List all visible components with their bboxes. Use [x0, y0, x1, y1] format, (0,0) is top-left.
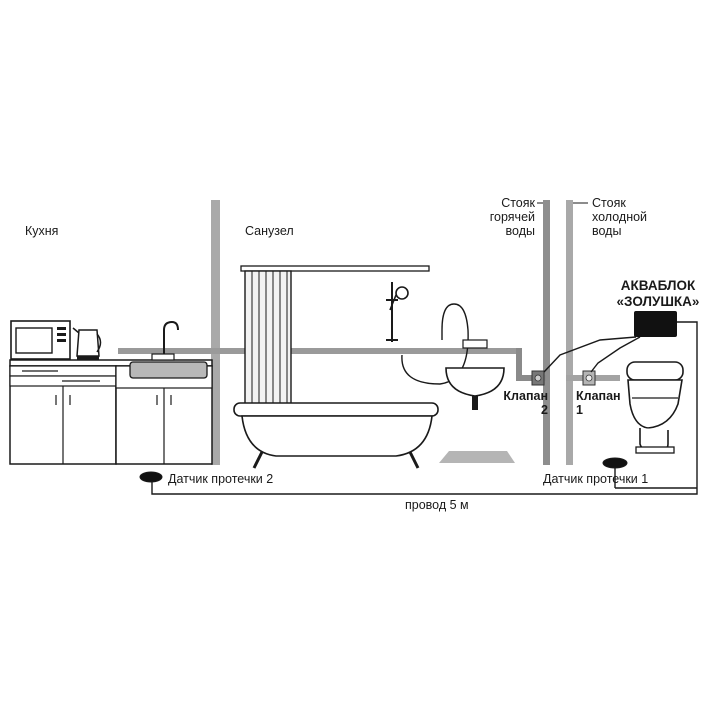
microwave: [10, 320, 71, 360]
shower: [386, 282, 409, 342]
leak-sensor-2: [139, 471, 163, 483]
label-hot-riser-line1: Стояк: [501, 196, 535, 210]
label-valve-1-line2: 1: [576, 403, 583, 417]
pipe-valve2: [516, 375, 546, 381]
label-valve-2: Клапан 2: [490, 389, 548, 417]
label-cold-riser-line2: холодной: [592, 210, 648, 224]
label-valve-2-line1: Клапан: [503, 389, 548, 403]
label-wire: провод 5 м: [405, 498, 469, 512]
label-valve-1: Клапан 1: [576, 389, 621, 417]
toilet: [626, 361, 684, 454]
label-sensor-2: Датчик протечки 2: [168, 472, 274, 486]
bathtub: [233, 265, 439, 469]
pipe-to-valves: [516, 348, 522, 380]
hot-water-riser: [543, 200, 550, 465]
valve-1: [582, 370, 596, 386]
kitchen-counter: [9, 359, 213, 465]
label-cold-riser-line1: Стояк: [592, 196, 626, 210]
label-cold-riser-line3: воды: [592, 224, 622, 238]
washbasin: [401, 303, 505, 410]
kitchen-sink: [129, 320, 208, 379]
label-hot-riser-line3: воды: [505, 224, 535, 238]
label-sensor-1: Датчик протечки 1: [543, 472, 649, 486]
cold-water-riser: [566, 200, 573, 465]
label-cold-riser: Стояк холодной воды: [592, 196, 647, 238]
label-valve-1-line1: Клапан: [576, 389, 621, 403]
label-hot-riser-line2: горячей: [489, 210, 535, 224]
label-controller-line2: «ЗОЛУШКА»: [616, 294, 700, 309]
valve-2: [531, 370, 545, 386]
label-kitchen: Кухня: [25, 224, 59, 238]
floor-mat: [439, 451, 515, 463]
label-valve-2-line2: 2: [541, 403, 548, 417]
controller-box: [634, 311, 677, 337]
control-wire-valve1: [590, 336, 641, 373]
label-controller-line1: АКВАБЛОК: [620, 278, 696, 293]
control-wire-valve2: [543, 336, 637, 373]
wall-kitchen-bathroom: [211, 200, 220, 465]
label-bathroom: Санузел: [245, 224, 294, 238]
kettle: [72, 327, 102, 360]
label-hot-riser: Стояк горячей воды: [470, 196, 535, 238]
pipe-to-toilet: [612, 375, 620, 381]
main-pipe: [118, 348, 518, 354]
label-controller: АКВАБЛОК «ЗОЛУШКА»: [608, 278, 708, 310]
leak-sensor-1: [602, 457, 628, 469]
